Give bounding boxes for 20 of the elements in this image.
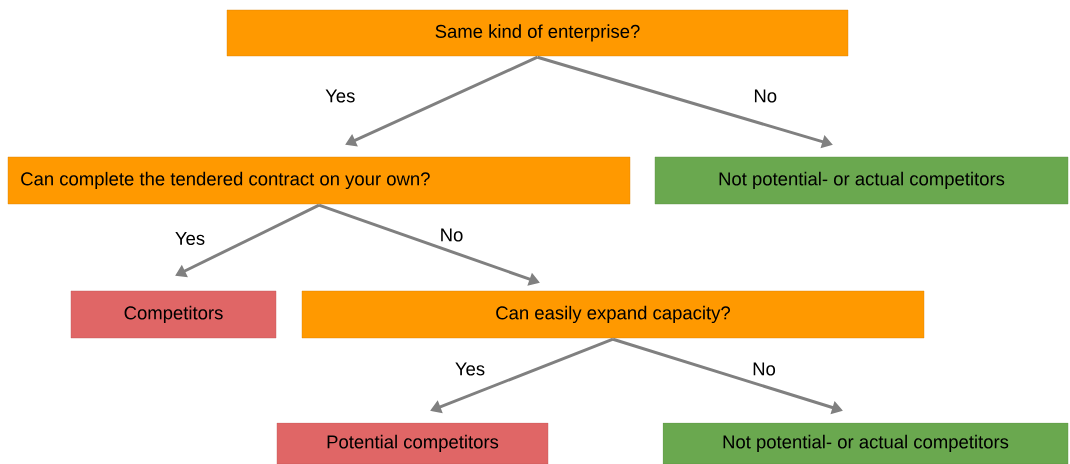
edge-label: Yes: [175, 232, 205, 245]
edge-label: No: [753, 362, 776, 376]
decision-box: [226, 9, 849, 57]
outcome-box: [654, 156, 1069, 205]
node-label: Competitors: [124, 305, 223, 324]
node-label: Not potential- or actual competitors: [719, 171, 1005, 190]
edge-label: Yes: [325, 89, 355, 103]
node-label: Can complete the tendered contract on your own?: [21, 171, 430, 190]
edge-label: Yes: [455, 362, 485, 376]
node-label: Same kind of enterprise?: [435, 24, 640, 42]
outcome-box: [70, 290, 277, 339]
node-label: Can easily expand capacity?: [496, 305, 731, 324]
edge-label: No: [441, 228, 463, 242]
outcome-box: [276, 422, 549, 464]
node-label: Not potential- or actual competitors: [723, 434, 1009, 453]
decision-box: [7, 156, 631, 205]
outcome-box: [662, 422, 1069, 464]
edge-label: No: [754, 89, 777, 103]
decision-box: [301, 290, 925, 339]
node-label: Potential competitors: [327, 434, 499, 453]
